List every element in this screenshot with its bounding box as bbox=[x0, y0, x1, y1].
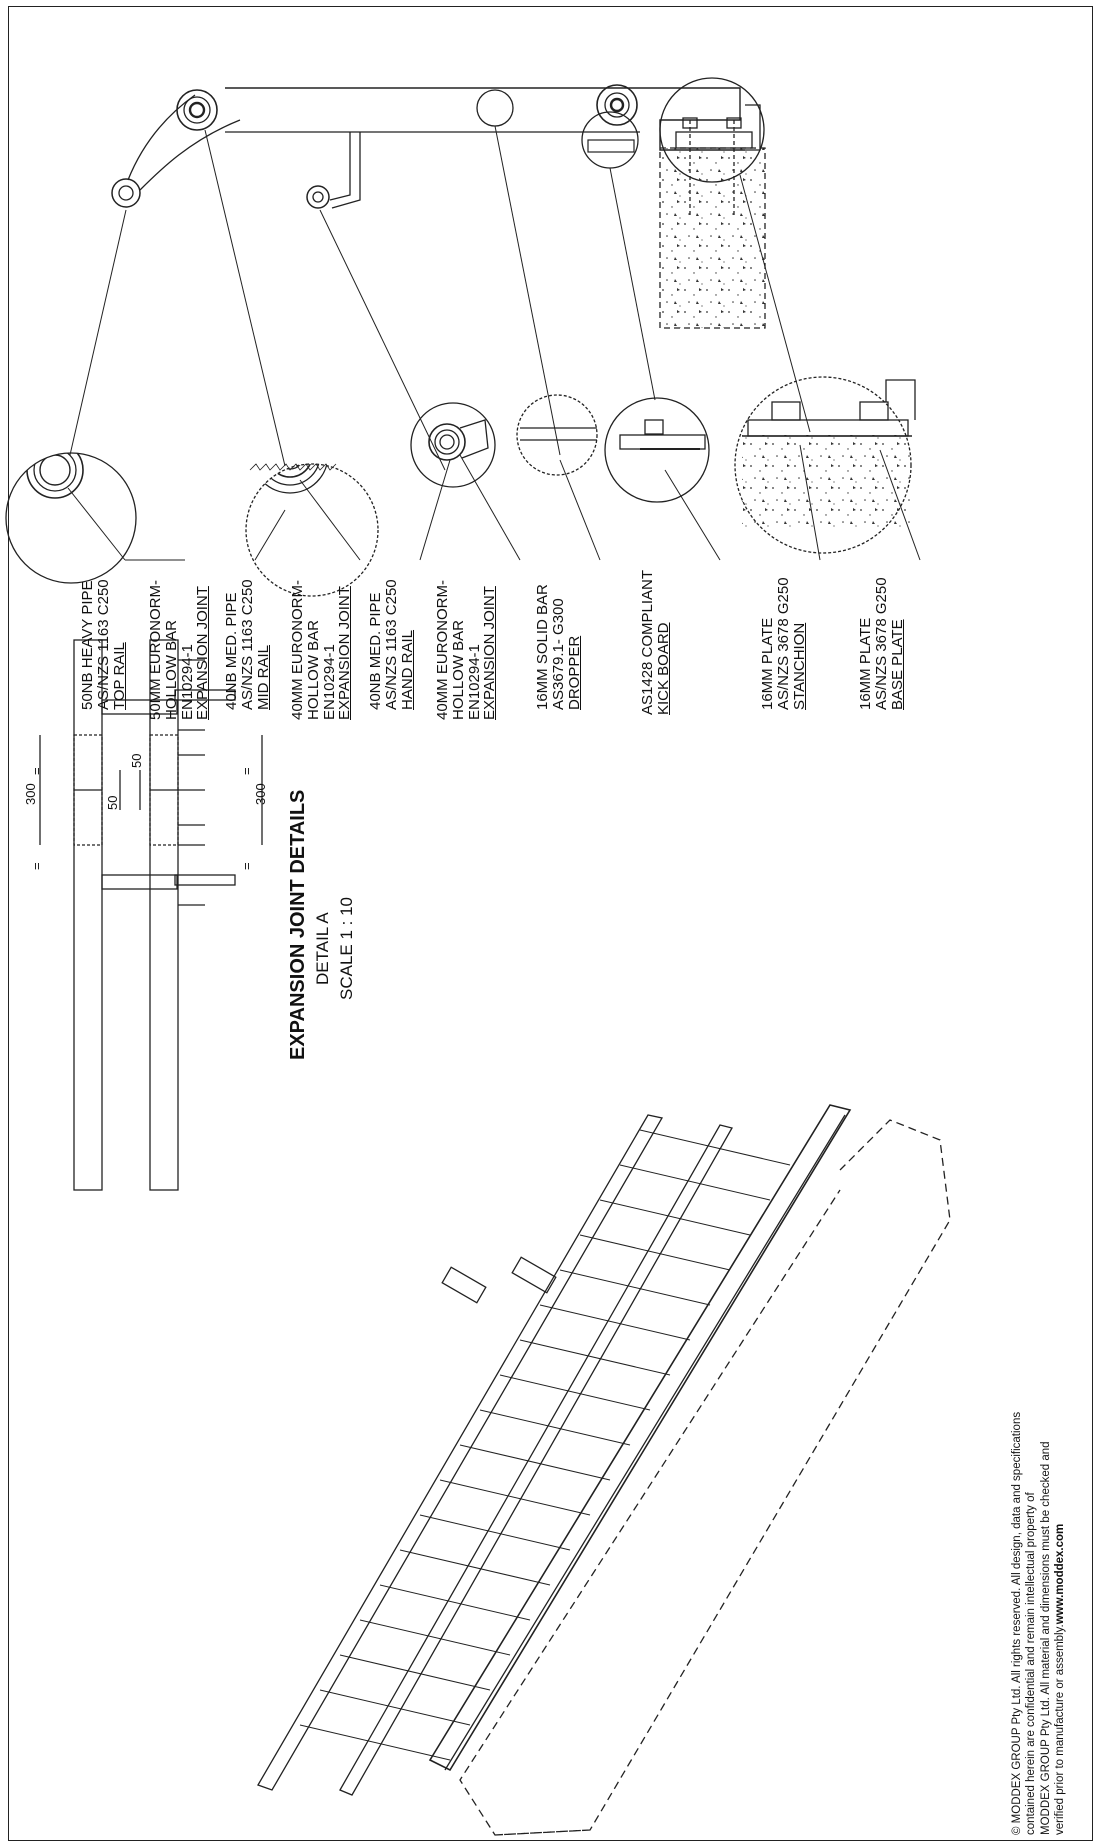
dimension-equal-3: = bbox=[239, 767, 254, 775]
railing-section-profile bbox=[111, 77, 766, 329]
dimension-gap-50-a: 50 bbox=[105, 795, 120, 810]
isometric-railing bbox=[257, 1104, 951, 1836]
dimension-bottom-300: 300 bbox=[253, 783, 268, 805]
callout-base-plate bbox=[734, 376, 916, 554]
callout-hand-rail bbox=[410, 402, 496, 488]
leader-lines bbox=[69, 125, 811, 471]
dimension-equal-1: = bbox=[29, 767, 44, 775]
detail-heading: EXPANSION JOINT DETAILS bbox=[287, 789, 309, 1060]
dimension-equal-2: = bbox=[29, 862, 44, 870]
callout-kick-board bbox=[604, 397, 710, 503]
callout-mid-rail-joint bbox=[245, 463, 379, 597]
detail-label: DETAIL A bbox=[313, 912, 332, 985]
expansion-joint-detail bbox=[39, 639, 263, 1191]
scale-label: SCALE 1 : 10 bbox=[337, 896, 356, 1000]
dimension-gap-50-b: 50 bbox=[129, 753, 144, 768]
dimension-top-300: 300 bbox=[23, 783, 38, 805]
callout-dropper bbox=[516, 394, 598, 476]
website-link[interactable]: www.moddex.com bbox=[1054, 1523, 1067, 1625]
callout-top-rail bbox=[5, 452, 137, 584]
dimension-equal-4: = bbox=[239, 862, 254, 870]
drawing-sheet-border bbox=[8, 6, 1093, 1841]
copyright-notice: © MODDEX GROUP Pty Ltd. All rights reser… bbox=[1011, 1411, 1067, 1835]
